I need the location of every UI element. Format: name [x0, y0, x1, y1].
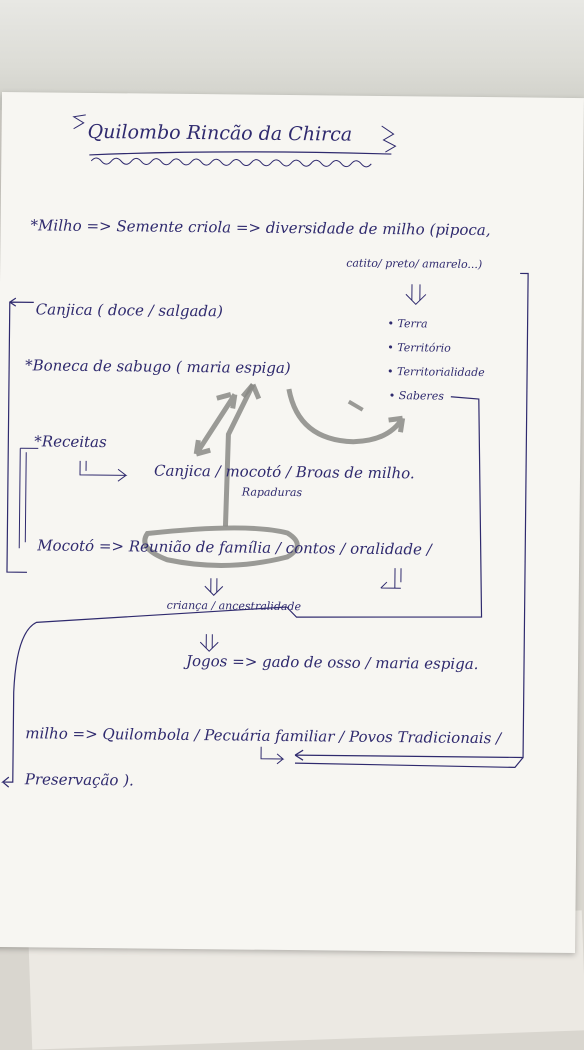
- line-receitas-list: Canjica / mocotó / Broas de milho.: [153, 461, 415, 483]
- line-territorio: • Território: [387, 341, 451, 355]
- page-title: Quilombo Rincão da Chirca: [87, 120, 353, 146]
- line-canjica: Canjica ( doce / salgada): [35, 300, 223, 321]
- line-preservacao: Preservação ).: [24, 770, 134, 790]
- line-boneca: *Boneca de sabugo ( maria espiga): [25, 356, 291, 378]
- line-terra: • Terra: [387, 317, 428, 331]
- line-milho-cont: catito/ preto/ amarelo...): [346, 256, 483, 272]
- line-receitas: *Receitas: [34, 432, 107, 452]
- line-saberes: • Saberes: [388, 389, 444, 403]
- ink-strokes: [1, 114, 529, 788]
- plastic-cover: [0, 0, 584, 110]
- line-jogos: Jogos => gado de osso / maria espiga.: [185, 651, 479, 674]
- line-territorialidade: • Territorialidade: [387, 365, 485, 380]
- line-rapaduras: Rapaduras: [241, 485, 303, 500]
- line-crianca: criança / ancestralidade: [166, 598, 302, 614]
- line-mocoto: Mocotó => Reunião de família / contos / …: [37, 536, 432, 559]
- handwritten-page: Quilombo Rincão da Chirca *Milho => Seme…: [0, 92, 584, 954]
